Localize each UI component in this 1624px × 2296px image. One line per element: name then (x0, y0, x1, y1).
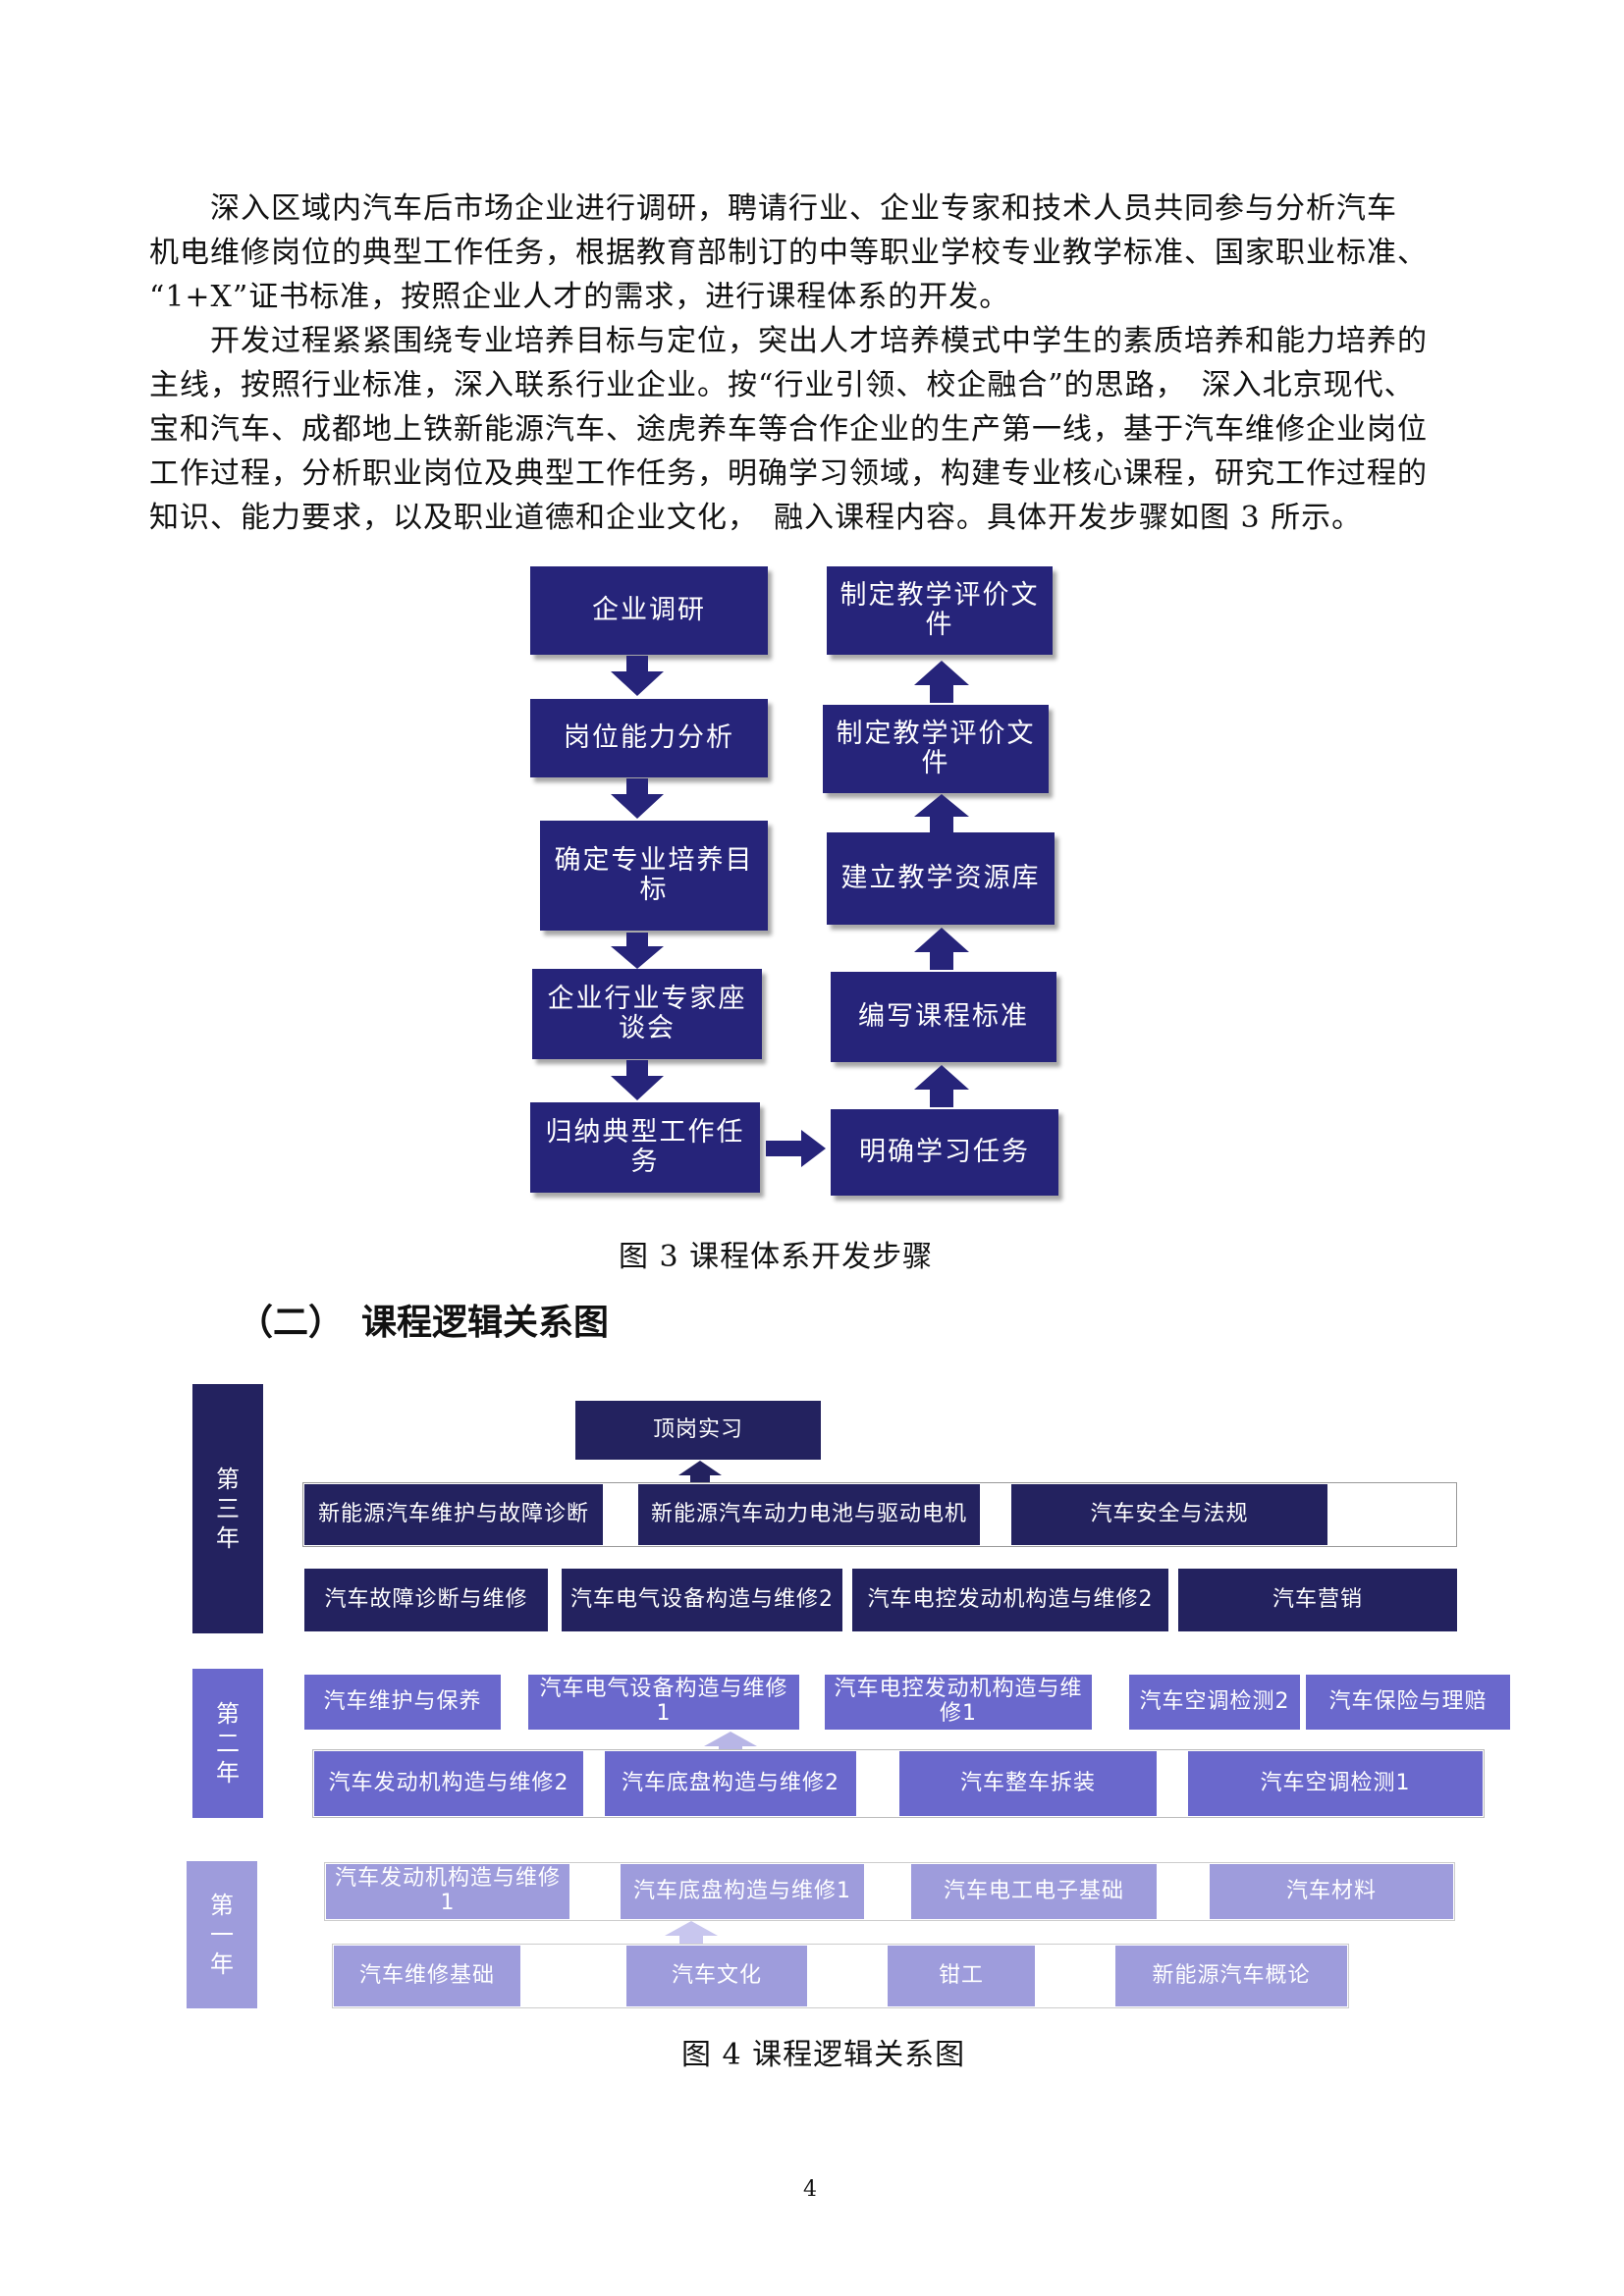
course-ac-test-1: 汽车空调检测1 (1188, 1751, 1483, 1816)
course-electrical-2: 汽车电气设备构造与维修2 (562, 1569, 842, 1631)
text-line: “1+X”证书标准，按照企业人才的需求，进行课程体系的开发。 (149, 280, 1010, 314)
arrow-down-icon (611, 933, 664, 969)
year-3-label: 第 三 年 (192, 1384, 263, 1633)
arrow-down-icon (611, 656, 664, 696)
step-position-analysis: 岗位能力分析 (530, 699, 768, 777)
course-ev-maintenance: 新能源汽车维护与故障诊断 (304, 1484, 603, 1545)
arrow-right-icon (766, 1130, 826, 1167)
course-safety-law: 汽车安全与法规 (1011, 1484, 1327, 1545)
step-typical-tasks: 归纳典型工作任务 (530, 1102, 760, 1193)
year-label-char: 年 (216, 1759, 240, 1787)
course-engine-1: 汽车发动机构造与维修1 (326, 1864, 569, 1919)
year-label-char: 一 (210, 1921, 234, 1949)
year-1-label: 第 一 年 (187, 1861, 257, 2008)
arrow-down-icon (611, 778, 664, 819)
step-expert-meeting: 企业行业专家座谈会 (532, 969, 762, 1059)
course-internship: 顶岗实习 (575, 1401, 821, 1460)
course-repair-basics: 汽车维修基础 (334, 1946, 520, 2006)
text-line: 知识、能力要求，以及职业道德和企业文化， 融入课程内容。具体开发步骤如图 3 所… (149, 501, 1363, 535)
arrow-up-icon (678, 1461, 722, 1487)
arrow-up-icon (914, 1065, 969, 1107)
figure-3-caption: 图 3 课程体系开发步骤 (619, 1240, 934, 1274)
figure-4-caption: 图 4 课程逻辑关系图 (681, 2038, 966, 2072)
course-insurance: 汽车保险与理赔 (1306, 1675, 1510, 1730)
arrow-up-icon (665, 1921, 718, 1948)
course-ev-intro: 新能源汽车概论 (1115, 1946, 1347, 2006)
text-line: 主线，按照行业标准，深入联系行业企业。按“行业引领、校企融合”的思路， 深入北京… (149, 368, 1415, 402)
course-chassis-1: 汽车底盘构造与维修1 (621, 1864, 864, 1919)
course-engine-2: 汽车发动机构造与维修2 (314, 1751, 583, 1816)
arrow-up-icon (914, 794, 969, 832)
arrow-up-icon (704, 1732, 757, 1758)
text-line: 工作过程，分析职业岗位及典型工作任务，明确学习领域，构建专业核心课程，研究工作过… (149, 456, 1428, 491)
process-paragraph: 开发过程紧紧围绕专业培养目标与定位，突出人才培养模式中学生的素质培养和能力培养的… (149, 319, 1485, 540)
course-vehicle-disassembly: 汽车整车拆装 (899, 1751, 1157, 1816)
step-evaluation-file: 制定教学评价文件 (823, 705, 1049, 793)
year-label-char: 第 (210, 1892, 234, 1919)
course-ac-test-2: 汽车空调检测2 (1129, 1675, 1300, 1730)
step-evaluation-file-top: 制定教学评价文件 (827, 566, 1053, 655)
arrow-up-icon (914, 661, 969, 703)
step-training-goal: 确定专业培养目标 (540, 821, 768, 931)
step-course-standard: 编写课程标准 (831, 972, 1056, 1062)
year-label-char: 年 (210, 1950, 234, 1978)
step-learning-tasks: 明确学习任务 (831, 1109, 1058, 1196)
year-label-char: 年 (216, 1524, 240, 1552)
step-resource-library: 建立教学资源库 (827, 832, 1055, 925)
course-electronics-basics: 汽车电工电子基础 (911, 1864, 1157, 1919)
text-line: 深入区域内汽车后市场企业进行调研，聘请行业、企业专家和技术人员共同参与分析汽车 (149, 191, 1397, 226)
year-label-char: 三 (216, 1495, 240, 1522)
intro-paragraph: 深入区域内汽车后市场企业进行调研，聘请行业、企业专家和技术人员共同参与分析汽车 … (149, 187, 1485, 319)
arrow-up-icon (914, 928, 969, 970)
year-label-char: 二 (216, 1730, 240, 1757)
section-heading: （二） 课程逻辑关系图 (238, 1303, 610, 1343)
course-materials: 汽车材料 (1210, 1864, 1453, 1919)
course-marketing: 汽车营销 (1178, 1569, 1457, 1631)
course-maintenance-care: 汽车维护与保养 (304, 1675, 501, 1730)
text-line: 宝和汽车、成都地上铁新能源汽车、途虎养车等合作企业的生产第一线，基于汽车维修企业… (149, 412, 1428, 447)
course-efi-engine-2: 汽车电控发动机构造与维修2 (852, 1569, 1168, 1631)
course-chassis-2: 汽车底盘构造与维修2 (605, 1751, 856, 1816)
step-enterprise-research: 企业调研 (530, 566, 768, 655)
year-label-char: 第 (216, 1466, 240, 1493)
course-electrical-1: 汽车电气设备构造与维修1 (528, 1675, 799, 1730)
course-efi-engine-1: 汽车电控发动机构造与维修1 (825, 1675, 1092, 1730)
course-car-culture: 汽车文化 (626, 1946, 807, 2006)
year-2-label: 第 二 年 (192, 1669, 263, 1818)
course-fitter: 钳工 (888, 1946, 1035, 2006)
page-number: 4 (803, 2177, 817, 2202)
year-label-char: 第 (216, 1700, 240, 1728)
text-line: 开发过程紧紧围绕专业培养目标与定位，突出人才培养模式中学生的素质培养和能力培养的 (149, 324, 1428, 358)
arrow-down-icon (611, 1060, 664, 1100)
text-line: 机电维修岗位的典型工作任务，根据教育部制订的中等职业学校专业教学标准、国家职业标… (149, 236, 1428, 270)
course-ev-battery: 新能源汽车动力电池与驱动电机 (638, 1484, 980, 1545)
course-fault-diagnosis: 汽车故障诊断与维修 (304, 1569, 548, 1631)
